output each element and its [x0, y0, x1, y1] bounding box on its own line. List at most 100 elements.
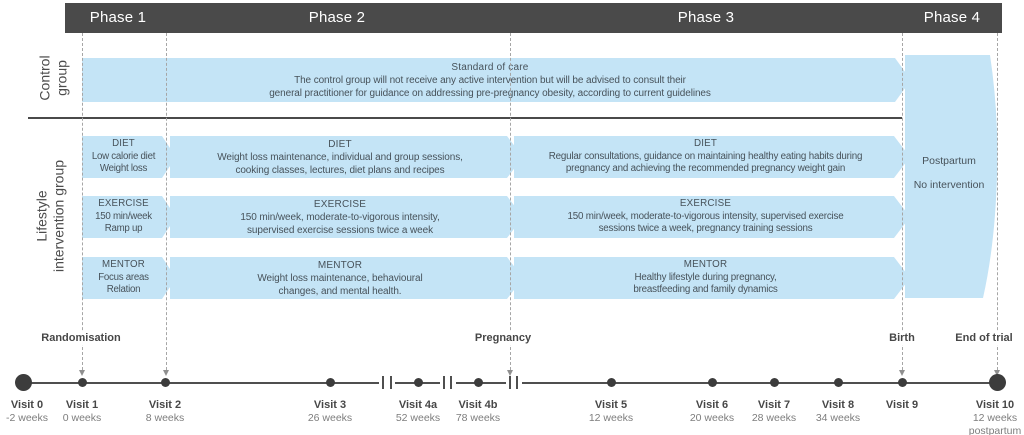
axis-break-2-tick-left [443, 376, 445, 389]
mentor-phase2-arrow: MENTOR Weight loss maintenance, behaviou… [170, 257, 523, 299]
exercise-phase2-arrow: EXERCISE 150 min/week, moderate-to-vigor… [170, 196, 523, 238]
dashed-line-pregnancy [510, 33, 511, 370]
visit-7-weeks: 28 weeks [751, 412, 797, 425]
visit-1-name: Visit 1 [65, 399, 99, 411]
exercise-phase1-arrow: EXERCISE 150 min/week Ramp up [82, 196, 176, 238]
visit-0-dot [15, 374, 32, 391]
exercise-phase2-line1: 150 min/week, moderate-to-vigorous inten… [240, 211, 440, 223]
exercise-phase2-title: EXERCISE [313, 198, 367, 210]
visit-3-label: Visit 3 26 weeks [290, 398, 370, 425]
lifestyle-group-label-line1: Lifestyle [33, 190, 50, 242]
phase-3-label: Phase 3 [677, 9, 735, 26]
visit-8-name: Visit 8 [821, 399, 855, 411]
visit-3-dot [326, 378, 335, 387]
visit-2-label: Visit 2 8 weeks [125, 398, 205, 425]
visit-4b-dot [474, 378, 483, 387]
visit-2-name: Visit 2 [148, 399, 182, 411]
visit-7-label: Visit 7 28 weeks [734, 398, 814, 425]
visit-10-weeks: 12 weeks [972, 412, 1018, 425]
visit-2-dot [161, 378, 170, 387]
mentor-phase1-line1: Focus areas [98, 271, 149, 283]
no-intervention-label: No intervention [913, 179, 985, 191]
visit-4a-name: Visit 4a [398, 399, 438, 411]
control-group-arrow: Standard of care The control group will … [82, 58, 911, 102]
postpartum-block-shape [905, 55, 998, 298]
visit-4b-label: Visit 4b 78 weeks [438, 398, 518, 425]
diet-phase3-line1: Regular consultations, guidance on maint… [548, 150, 863, 162]
mentor-phase3-title: MENTOR [683, 258, 728, 270]
postpartum-label: Postpartum [922, 155, 976, 167]
control-arrow-line1: Standard of care [451, 61, 529, 73]
axis-break-1-tick-right [390, 376, 392, 389]
exercise-phase3-line1: 150 min/week, moderate-to-vigorous inten… [567, 210, 844, 222]
phase-4-label: Phase 4 [923, 9, 981, 26]
lifestyle-group-label: Lifestyle intervention group [33, 160, 66, 272]
diet-phase2-line2: cooking classes, lectures, diet plans an… [235, 164, 445, 176]
visit-8-label: Visit 8 34 weeks [798, 398, 878, 425]
diet-phase1-line2: Weight loss [99, 163, 148, 175]
mentor-phase3-line1: Healthy lifestyle during pregnancy, [634, 271, 777, 283]
axis-break-1 [379, 378, 395, 388]
mentor-phase3-arrow: MENTOR Healthy lifestyle during pregnanc… [514, 257, 910, 299]
axis-break-2-tick-right [450, 376, 452, 389]
visit-4b-name: Visit 4b [458, 399, 498, 411]
visit-5-label: Visit 5 12 weeks [571, 398, 651, 425]
exercise-phase1-line1: 150 min/week [95, 210, 152, 222]
visit-6-dot [708, 378, 717, 387]
dashed-arrowhead-end-of-trial [994, 370, 1000, 376]
diet-phase1-title: DIET [112, 138, 135, 150]
mentor-phase2-title: MENTOR [317, 259, 363, 271]
visit-10-dot [989, 374, 1006, 391]
pregnancy-annotation: Pregnancy [438, 332, 568, 346]
exercise-phase2-line2: supervised exercise sessions twice a wee… [247, 224, 433, 236]
diet-phase1-arrow: DIET Low calorie diet Weight loss [82, 136, 176, 178]
visit-4a-dot [414, 378, 423, 387]
diet-phase3-arrow: DIET Regular consultations, guidance on … [514, 136, 910, 178]
diet-phase2-arrow: DIET Weight loss maintenance, individual… [170, 136, 523, 178]
visit-2-weeks: 8 weeks [145, 412, 185, 425]
phase-1-label: Phase 1 [89, 9, 147, 26]
visit-6-weeks: 20 weeks [689, 412, 735, 425]
mentor-phase1-line2: Relation [106, 284, 141, 296]
visit-4a-label: Visit 4a 52 weeks [378, 398, 458, 425]
axis-break-3 [506, 378, 522, 388]
diet-phase3-title: DIET [693, 137, 718, 149]
exercise-phase3-title: EXERCISE [679, 197, 732, 209]
control-arrow-line2: The control group will not receive any a… [294, 74, 686, 86]
axis-break-3-tick-right [516, 376, 518, 389]
visit-9-label: Visit 9 [862, 398, 942, 412]
visit-1-label: Visit 1 0 weeks [42, 398, 122, 425]
axis-break-3-tick-left [509, 376, 511, 389]
exercise-phase3-arrow: EXERCISE 150 min/week, moderate-to-vigor… [514, 196, 910, 238]
visit-8-dot [834, 378, 843, 387]
visit-10-weeks2: postpartum [968, 425, 1022, 435]
visit-8-weeks: 34 weeks [815, 412, 861, 425]
diet-phase2-line1: Weight loss maintenance, individual and … [217, 151, 463, 163]
dashed-line-randomisation [82, 33, 83, 370]
dashed-arrowhead-phase1-end [163, 370, 169, 376]
dashed-line-end-of-trial [997, 33, 998, 370]
lifestyle-group-label-line2: intervention group [50, 159, 66, 273]
visit-7-name: Visit 7 [757, 399, 791, 411]
randomisation-annotation: Randomisation [16, 332, 146, 346]
visit-6-name: Visit 6 [695, 399, 729, 411]
diet-phase2-title: DIET [328, 138, 352, 150]
visit-9-name: Visit 9 [885, 399, 919, 411]
mentor-phase2-line1: Weight loss maintenance, behavioural [257, 272, 423, 284]
visit-5-dot [607, 378, 616, 387]
axis-break-1-tick-left [382, 376, 384, 389]
visit-5-name: Visit 5 [594, 399, 628, 411]
mentor-phase3-line2: breastfeeding and family dynamics [633, 284, 778, 296]
group-divider-line [28, 117, 902, 119]
phase-header-bar [65, 3, 1002, 33]
exercise-phase1-line2: Ramp up [104, 223, 143, 235]
exercise-phase3-line2: sessions twice a week, pregnancy trainin… [598, 223, 813, 235]
visit-3-name: Visit 3 [313, 399, 347, 411]
visit-7-dot [770, 378, 779, 387]
visit-1-weeks: 0 weeks [62, 412, 102, 425]
end-of-trial-annotation: End of trial [919, 332, 1024, 346]
mentor-phase1-arrow: MENTOR Focus areas Relation [82, 257, 176, 299]
mentor-phase2-line2: changes, and mental health. [278, 285, 402, 297]
visit-4a-weeks: 52 weeks [395, 412, 441, 425]
